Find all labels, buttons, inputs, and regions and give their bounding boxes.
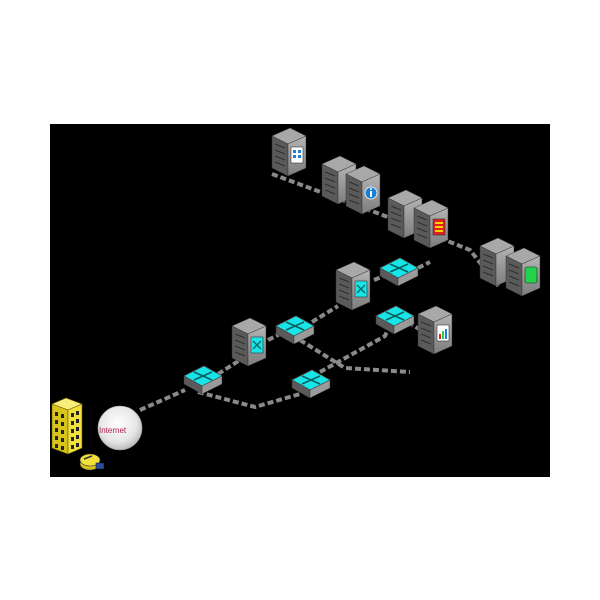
link-server-switch3 bbox=[373, 274, 385, 282]
switch-1[interactable] bbox=[183, 365, 223, 395]
link-switch2-server bbox=[310, 304, 340, 324]
green-panel-icon bbox=[524, 266, 538, 284]
link-switch-lower bbox=[197, 390, 301, 410]
cloud-label: Internet bbox=[99, 426, 127, 435]
disk-icon bbox=[79, 453, 105, 471]
link-internet-switch bbox=[139, 388, 186, 412]
info-icon bbox=[364, 186, 378, 200]
server-10[interactable] bbox=[417, 305, 453, 355]
server-1[interactable] bbox=[271, 127, 307, 177]
server-7[interactable] bbox=[505, 247, 541, 297]
office-building[interactable] bbox=[51, 397, 83, 455]
server-9[interactable] bbox=[231, 317, 267, 367]
red-panel-icon bbox=[432, 218, 446, 236]
server-8[interactable] bbox=[335, 261, 371, 311]
switch-2[interactable] bbox=[275, 315, 315, 345]
routing-icon bbox=[301, 375, 321, 385]
link-switch3-backbone bbox=[417, 260, 431, 270]
cyan-panel-icon bbox=[354, 280, 368, 298]
internet-cloud[interactable]: Internet bbox=[97, 405, 143, 451]
bar-chart-icon bbox=[436, 324, 450, 342]
storage-disk[interactable] bbox=[79, 453, 105, 471]
routing-icon bbox=[285, 321, 305, 331]
server-3[interactable] bbox=[345, 165, 381, 215]
routing-icon bbox=[389, 263, 409, 273]
switch-3[interactable] bbox=[291, 369, 331, 399]
building-icon bbox=[51, 397, 83, 455]
cloud-icon bbox=[97, 405, 143, 451]
switch-4[interactable] bbox=[379, 257, 419, 287]
server-5[interactable] bbox=[413, 199, 449, 249]
cyan-panel-icon bbox=[250, 336, 264, 354]
link-switch-server bbox=[216, 358, 242, 376]
switch-5[interactable] bbox=[375, 305, 415, 335]
grid-panel-icon bbox=[290, 146, 304, 164]
routing-icon bbox=[385, 311, 405, 321]
routing-icon bbox=[193, 371, 213, 381]
